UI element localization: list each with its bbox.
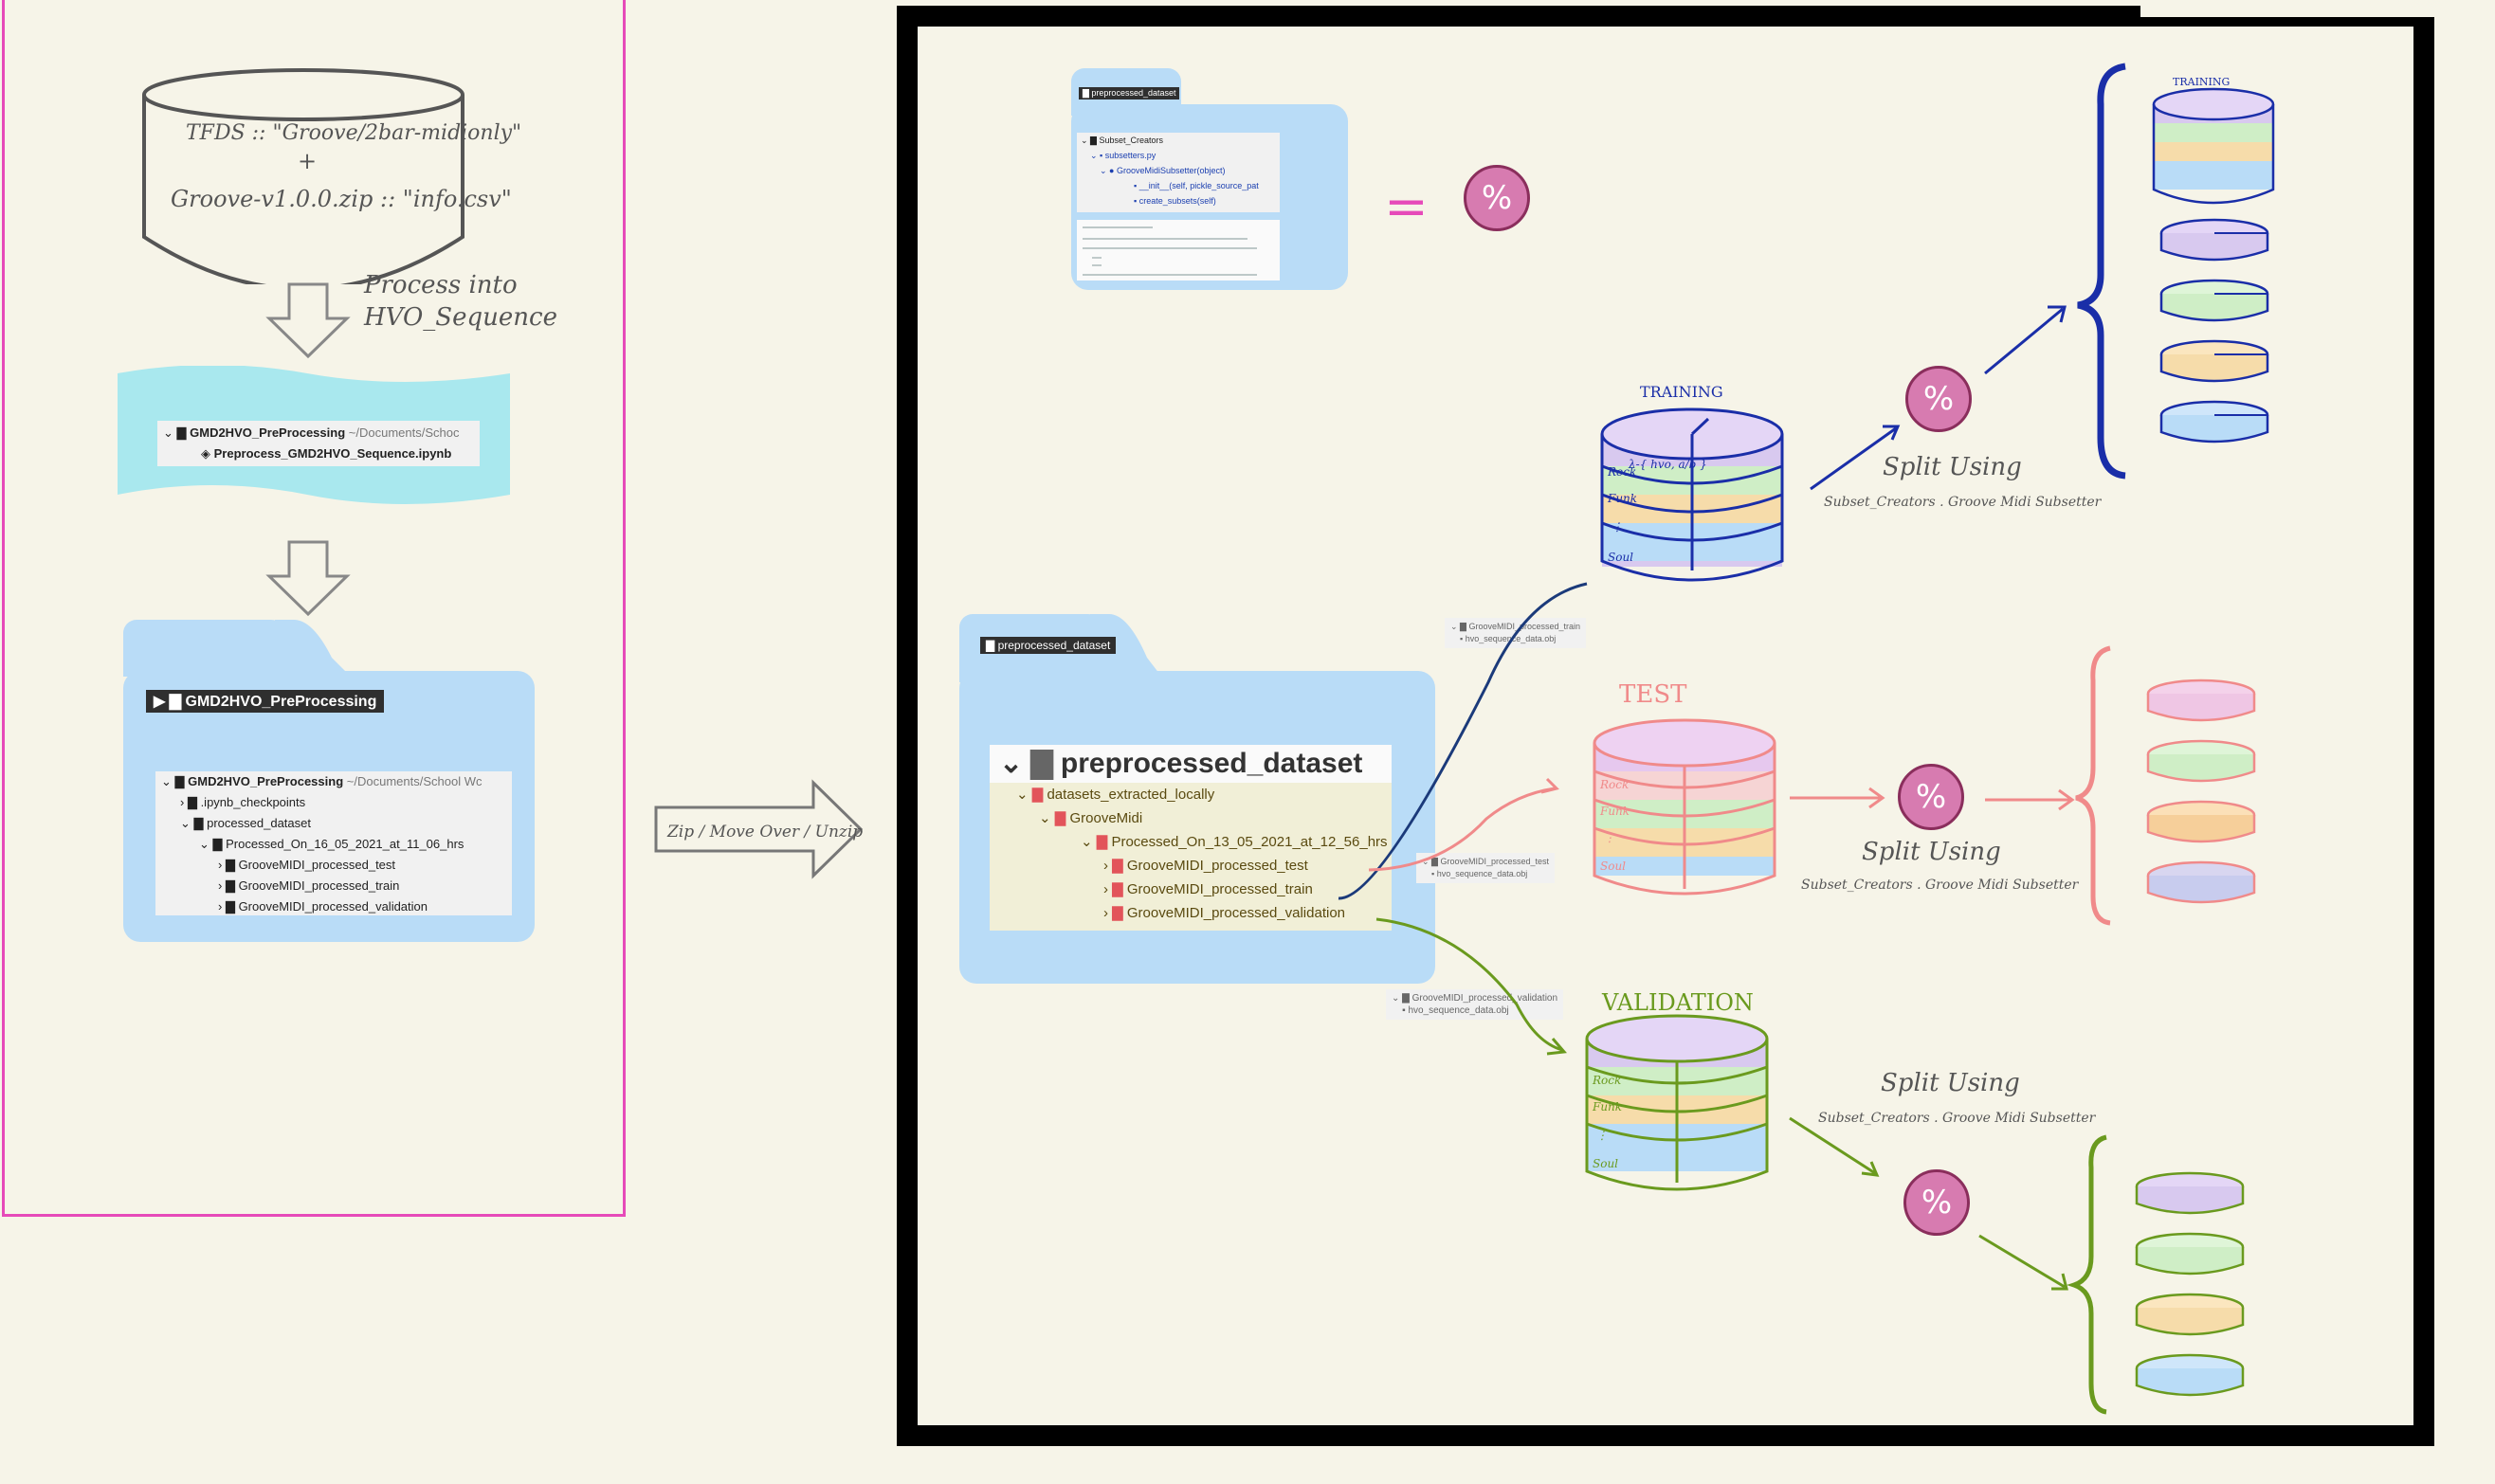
folder-tab [123, 620, 284, 677]
equals-sign: = [1384, 176, 1429, 238]
pie-cylinder-icon [2146, 860, 2256, 904]
tree-row[interactable]: ⌄ ▇ GMD2HVO_PreProcessing ~/Documents/Sc… [161, 774, 483, 788]
validation-dir-label: ⌄ ▇ GrooveMIDI_processed_validation ▪ hv… [1386, 989, 1564, 1020]
down-arrow-icon [265, 540, 351, 617]
subsetter-note: Subset_Creators . Groove Midi Subsetter [1801, 878, 2079, 893]
top-folder-tree: ⌄ ▇ Subset_Creators ⌄ ▪ subsetters.py ⌄ … [1077, 133, 1280, 212]
db-line-1: TFDS :: "Groove/2bar-midionly" [186, 121, 522, 145]
test-stack: Rock Funk ⋮ Soul [1593, 718, 1776, 896]
main-folder-tag: ▇ preprocessed_dataset [980, 637, 1117, 654]
training-title: TRAINING [1640, 383, 1723, 401]
svg-text:⋮: ⋮ [1612, 520, 1623, 534]
percent-icon: % [1905, 366, 1972, 432]
tree-row[interactable]: › ▇ .ipynb_checkpoints [180, 795, 306, 809]
svg-text:Soul: Soul [1600, 860, 1626, 873]
pie-cylinder-icon [2159, 400, 2269, 443]
tree-row[interactable]: › ▇ GrooveMIDI_processed_validation [218, 899, 428, 914]
training-mini-title: TRAINING [2173, 76, 2231, 88]
main-folder-tree: ⌄ ▇ preprocessed_dataset ⌄ ▇ datasets_ex… [990, 745, 1392, 931]
source-database [142, 68, 464, 284]
pie-cylinder-icon [2135, 1353, 2245, 1397]
tree-row[interactable]: › ▇ GrooveMIDI_processed_train [218, 878, 400, 893]
code-snippet [1077, 220, 1280, 281]
svg-text:λ-{ hvo, a/b }: λ-{ hvo, a/b } [1628, 458, 1707, 471]
svg-text:Funk: Funk [1607, 492, 1637, 505]
tree-row[interactable]: ▪ create_subsets(self) [1134, 196, 1216, 206]
svg-text:Rock: Rock [1607, 465, 1636, 479]
percent-icon: % [1898, 764, 1964, 830]
tree-row[interactable]: ⌄ ▇ Subset_Creators [1081, 136, 1164, 145]
test-dir-label: ⌄ ▇ GrooveMIDI_processed_test ▪ hvo_sequ… [1416, 853, 1556, 883]
svg-text:Soul: Soul [1593, 1157, 1618, 1170]
pie-cylinder-icon [2146, 800, 2256, 843]
subsetter-note: Subset_Creators . Groove Midi Subsetter [1818, 1111, 2096, 1126]
tree-row[interactable]: › ▇ GrooveMIDI_processed_validation [1103, 905, 1346, 921]
tree-row[interactable]: ◈ Preprocess_GMD2HVO_Sequence.ipynb [201, 446, 452, 461]
svg-text:⋮: ⋮ [1596, 1129, 1608, 1142]
svg-text:Rock: Rock [1592, 1074, 1621, 1087]
tree-row[interactable]: ⌄ ▇ datasets_extracted_locally [1016, 787, 1215, 803]
split-using-label: Split Using [1883, 453, 2022, 481]
db-line-2: Groove-v1.0.0.zip :: "info.csv" [171, 186, 512, 212]
pie-cylinder-icon [2146, 739, 2256, 783]
pie-cylinder-icon [2135, 1293, 2245, 1336]
tree-row[interactable]: › ▇ GrooveMIDI_processed_test [1103, 858, 1308, 874]
svg-text:Funk: Funk [1599, 805, 1630, 818]
left-folder-tag: ▶ ▇ GMD2HVO_PreProcessing [146, 690, 385, 713]
split-using-label: Split Using [1881, 1069, 2020, 1097]
tree-row[interactable]: ⌄ ▪ subsetters.py [1090, 151, 1156, 160]
notebook-file-tree: ⌄ ▇ GMD2HVO_PreProcessing ~/Documents/Sc… [157, 421, 480, 466]
svg-text:Funk: Funk [1592, 1100, 1622, 1113]
train-dir-label: ⌄ ▇ GrooveMIDI_processed_train ▪ hvo_seq… [1445, 618, 1587, 648]
tree-row[interactable]: ⌄ ▇ Processed_On_16_05_2021_at_11_06_hrs [199, 837, 464, 851]
main-tree-title[interactable]: ⌄ ▇ preprocessed_dataset [990, 745, 1392, 783]
tree-row[interactable]: ▪ __init__(self, pickle_source_pat [1134, 181, 1259, 190]
pie-cylinder-icon [2146, 679, 2256, 722]
tree-row[interactable]: ⌄ ▇ GMD2HVO_PreProcessing ~/Documents/Sc… [163, 425, 460, 440]
tree-row[interactable]: ⌄ ▇ processed_dataset [180, 816, 311, 830]
pie-cylinder-icon [2159, 339, 2269, 383]
training-mini-stack [2152, 87, 2275, 205]
validation-title: VALIDATION [1602, 989, 1754, 1016]
down-arrow-icon [265, 282, 351, 359]
pie-cylinder-icon [2135, 1171, 2245, 1215]
training-stack: λ-{ hvo, a/b } Rock Funk ⋮ Soul [1600, 407, 1784, 582]
transfer-label: Zip / Move Over / Unzip [667, 823, 864, 842]
tree-row[interactable]: ⌄ ▇ GrooveMidi [1039, 810, 1143, 826]
transfer-arrow [654, 779, 864, 879]
folder-tab-slope [275, 620, 351, 677]
db-plus: + [298, 148, 318, 174]
pie-cylinder-icon [2159, 218, 2269, 262]
top-folder-tag: ▇ preprocessed_dataset [1079, 87, 1180, 100]
subsetter-note: Subset_Creators . Groove Midi Subsetter [1824, 495, 2102, 510]
frame-notch [2140, 0, 2444, 17]
pie-cylinder-icon [2159, 279, 2269, 322]
validation-stack: Rock Funk ⋮ Soul [1585, 1014, 1769, 1191]
folder-tab-slope [1090, 614, 1166, 682]
tree-row[interactable]: › ▇ GrooveMIDI_processed_train [1103, 881, 1313, 897]
left-panel-frame [2, 0, 626, 1217]
process-note: Process into HVO_Sequence [364, 271, 557, 332]
left-folder-tree: ⌄ ▇ GMD2HVO_PreProcessing ~/Documents/Sc… [155, 771, 512, 915]
tree-row[interactable]: ⌄ ▇ Processed_On_13_05_2021_at_12_56_hrs [1081, 834, 1388, 850]
pie-cylinder-icon [2135, 1232, 2245, 1276]
svg-text:Rock: Rock [1599, 778, 1629, 791]
test-title: TEST [1619, 680, 1687, 709]
tree-row[interactable]: ⌄ ● GrooveMidiSubsetter(object) [1100, 166, 1226, 175]
percent-icon: % [1464, 165, 1530, 231]
tree-row[interactable]: › ▇ GrooveMIDI_processed_test [218, 858, 396, 872]
percent-icon: % [1903, 1169, 1970, 1236]
svg-text:⋮: ⋮ [1604, 831, 1615, 844]
svg-text:Soul: Soul [1608, 551, 1633, 564]
code-lines [1083, 226, 1257, 276]
split-using-label: Split Using [1862, 838, 2001, 866]
